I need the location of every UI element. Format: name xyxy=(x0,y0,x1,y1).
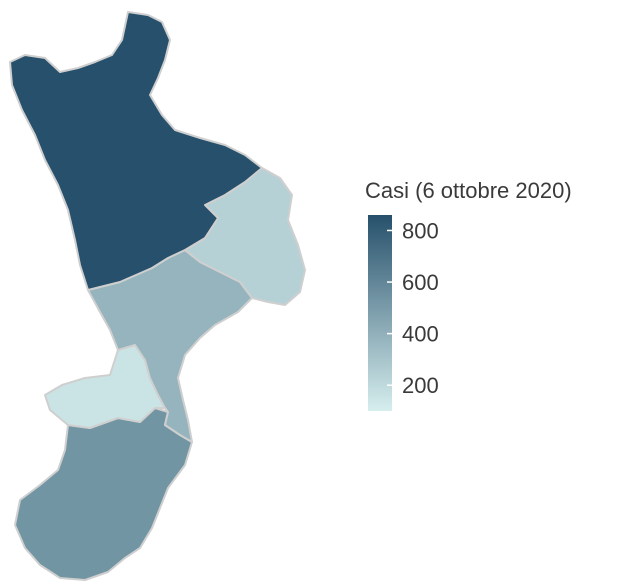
legend-tick-label: 400 xyxy=(402,322,439,347)
region-cosenza xyxy=(9,11,263,291)
legend-title: Casi (6 ottobre 2020) xyxy=(365,178,572,203)
legend-colorbar xyxy=(368,215,392,411)
legend: Casi (6 ottobre 2020) 800 600 400 200 xyxy=(365,178,572,411)
legend-tick-label: 800 xyxy=(402,218,439,243)
legend-ticks: 800 600 400 200 xyxy=(387,218,439,398)
region-reggio-calabria xyxy=(14,407,193,581)
legend-tick-label: 200 xyxy=(402,373,439,398)
legend-tick-label: 600 xyxy=(402,270,439,295)
